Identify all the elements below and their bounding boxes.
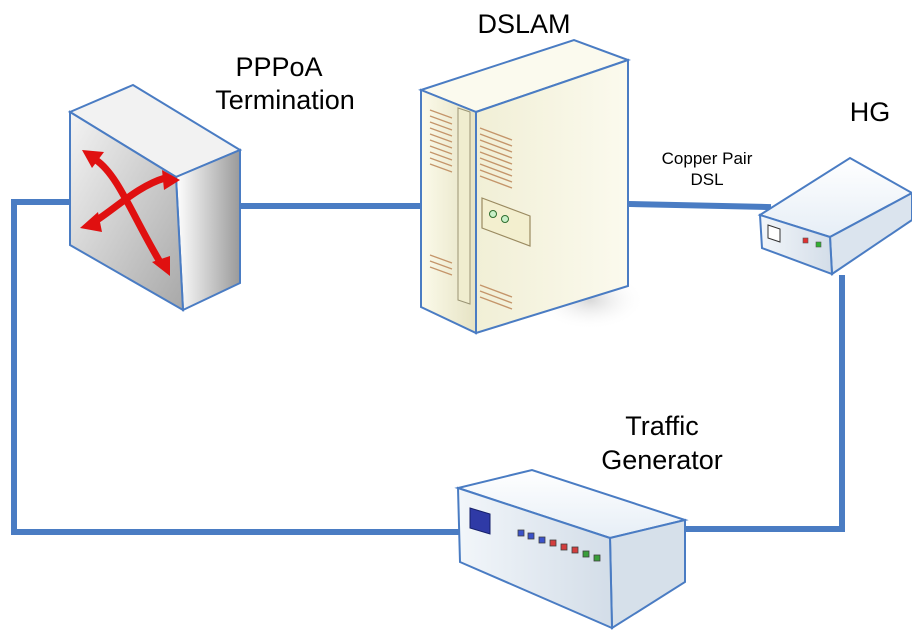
server-cabinet-icon xyxy=(418,38,645,335)
traffic-label-line1: Traffic xyxy=(625,411,699,441)
dslam-label: DSLAM xyxy=(477,9,570,39)
pppoa-label-line1: PPPoA xyxy=(235,52,322,82)
pppoa-label-line2: Termination xyxy=(215,85,355,115)
traffic-generator-icon xyxy=(454,468,689,630)
copper-pair-label: Copper Pair xyxy=(662,149,753,168)
routing-arrows-icon xyxy=(80,150,180,276)
traffic-label-line2: Generator xyxy=(601,445,723,475)
hg-label: HG xyxy=(850,97,891,127)
link-hg-to-traffic-generator xyxy=(682,275,845,532)
home-gateway-icon xyxy=(757,156,912,276)
network-links xyxy=(11,199,845,535)
router-icon xyxy=(67,83,243,312)
link-dslam-to-hg xyxy=(624,200,772,211)
link-pppoa-to-traffic-generator xyxy=(11,199,465,535)
dsl-label: DSL xyxy=(690,170,723,189)
